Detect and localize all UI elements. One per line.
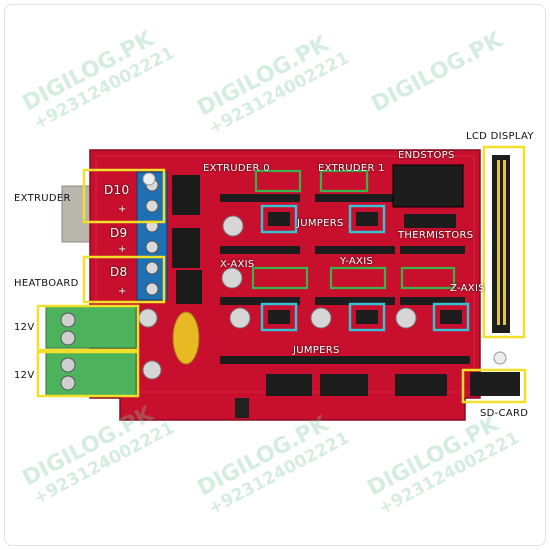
label-plus-1: + bbox=[118, 204, 127, 215]
label-extruder-1: EXTRUDER 1 bbox=[318, 163, 385, 174]
label-d10: D10 bbox=[104, 183, 130, 197]
jumper-pins bbox=[268, 212, 462, 324]
label-12v-bottom: 12V bbox=[14, 370, 35, 381]
thermistor-header bbox=[404, 214, 456, 228]
label-lcd-display: LCD DISPLAY bbox=[466, 131, 534, 142]
label-sd-card: SD-CARD bbox=[480, 408, 529, 419]
label-thermistors: THERMISTORS bbox=[398, 230, 474, 241]
cyan-callouts bbox=[260, 204, 470, 332]
polyfuse bbox=[172, 311, 200, 365]
mosfet-terminal-block bbox=[136, 171, 168, 301]
power-terminal-screws bbox=[60, 312, 76, 391]
power-terminal-bottom bbox=[45, 351, 137, 397]
label-jumpers-bottom: JUMPERS bbox=[293, 345, 340, 356]
mounting-holes bbox=[142, 172, 507, 365]
reset-button bbox=[235, 398, 249, 418]
label-x-axis: X-AXIS bbox=[220, 259, 255, 270]
label-extruder-0: EXTRUDER 0 bbox=[203, 163, 270, 174]
capacitors bbox=[138, 215, 417, 380]
label-heatboard: HEATBOARD bbox=[14, 278, 79, 289]
label-12v-top: 12V bbox=[14, 322, 35, 333]
mosfet-1 bbox=[172, 175, 200, 215]
label-plus-2: + bbox=[118, 244, 127, 255]
mosfet-3 bbox=[176, 270, 202, 304]
mosfet-2 bbox=[172, 228, 200, 268]
label-y-axis: Y-AXIS bbox=[340, 256, 374, 267]
lcd-header-pins bbox=[497, 160, 506, 325]
label-jumpers-top: JUMPERS bbox=[297, 218, 344, 229]
label-d8: D8 bbox=[110, 265, 128, 279]
green-callouts bbox=[251, 169, 456, 290]
label-z-axis: Z-AXIS bbox=[450, 283, 485, 294]
label-extruder: EXTRUDER bbox=[14, 193, 71, 204]
endstops-header bbox=[392, 164, 464, 208]
label-plus-3: + bbox=[118, 286, 127, 297]
driver-headers bbox=[220, 194, 470, 364]
yellow-callouts bbox=[36, 145, 527, 404]
aux-headers bbox=[266, 372, 520, 396]
label-endstops: ENDSTOPS bbox=[398, 150, 455, 161]
lcd-header bbox=[492, 155, 510, 333]
label-d9: D9 bbox=[110, 226, 128, 240]
power-terminal-top bbox=[45, 305, 137, 349]
